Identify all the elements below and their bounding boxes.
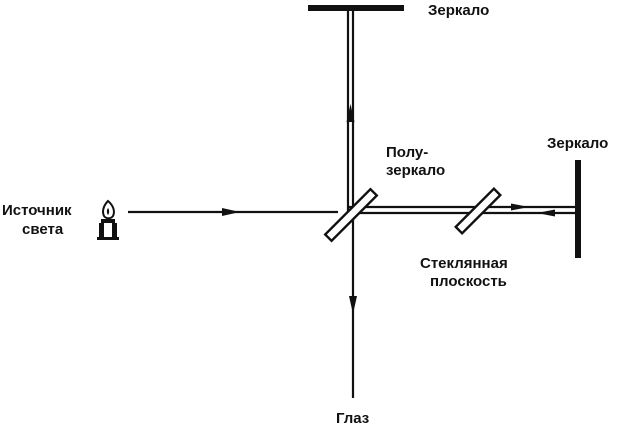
glass-plate-label-line1: Стеклянная — [420, 255, 508, 272]
source-label-line1: Источник — [2, 202, 72, 219]
right-mirror-label: Зеркало — [547, 135, 609, 152]
top-mirror — [308, 5, 404, 11]
source-label-line2: света — [22, 221, 64, 238]
glass-plate-label-line2: плоскость — [430, 273, 507, 290]
right-mirror — [575, 160, 581, 258]
eye-label: Глаз — [336, 410, 370, 427]
glass-plate — [454, 187, 502, 235]
lamp-icon — [97, 199, 119, 240]
beam-splitter — [323, 187, 379, 243]
horizontal-beam-right-arrow — [511, 203, 529, 211]
vertical-beam-up-arrow — [346, 104, 355, 122]
beam-splitter-label-line1: Полу- — [386, 144, 429, 161]
beam-splitter-label-line2: зеркало — [386, 162, 446, 179]
incoming-beam-arrow — [222, 208, 240, 216]
top-mirror-label: Зеркало — [428, 2, 490, 19]
horizontal-beam-return-arrow — [537, 209, 555, 217]
vertical-beam-down-arrow — [349, 296, 357, 314]
